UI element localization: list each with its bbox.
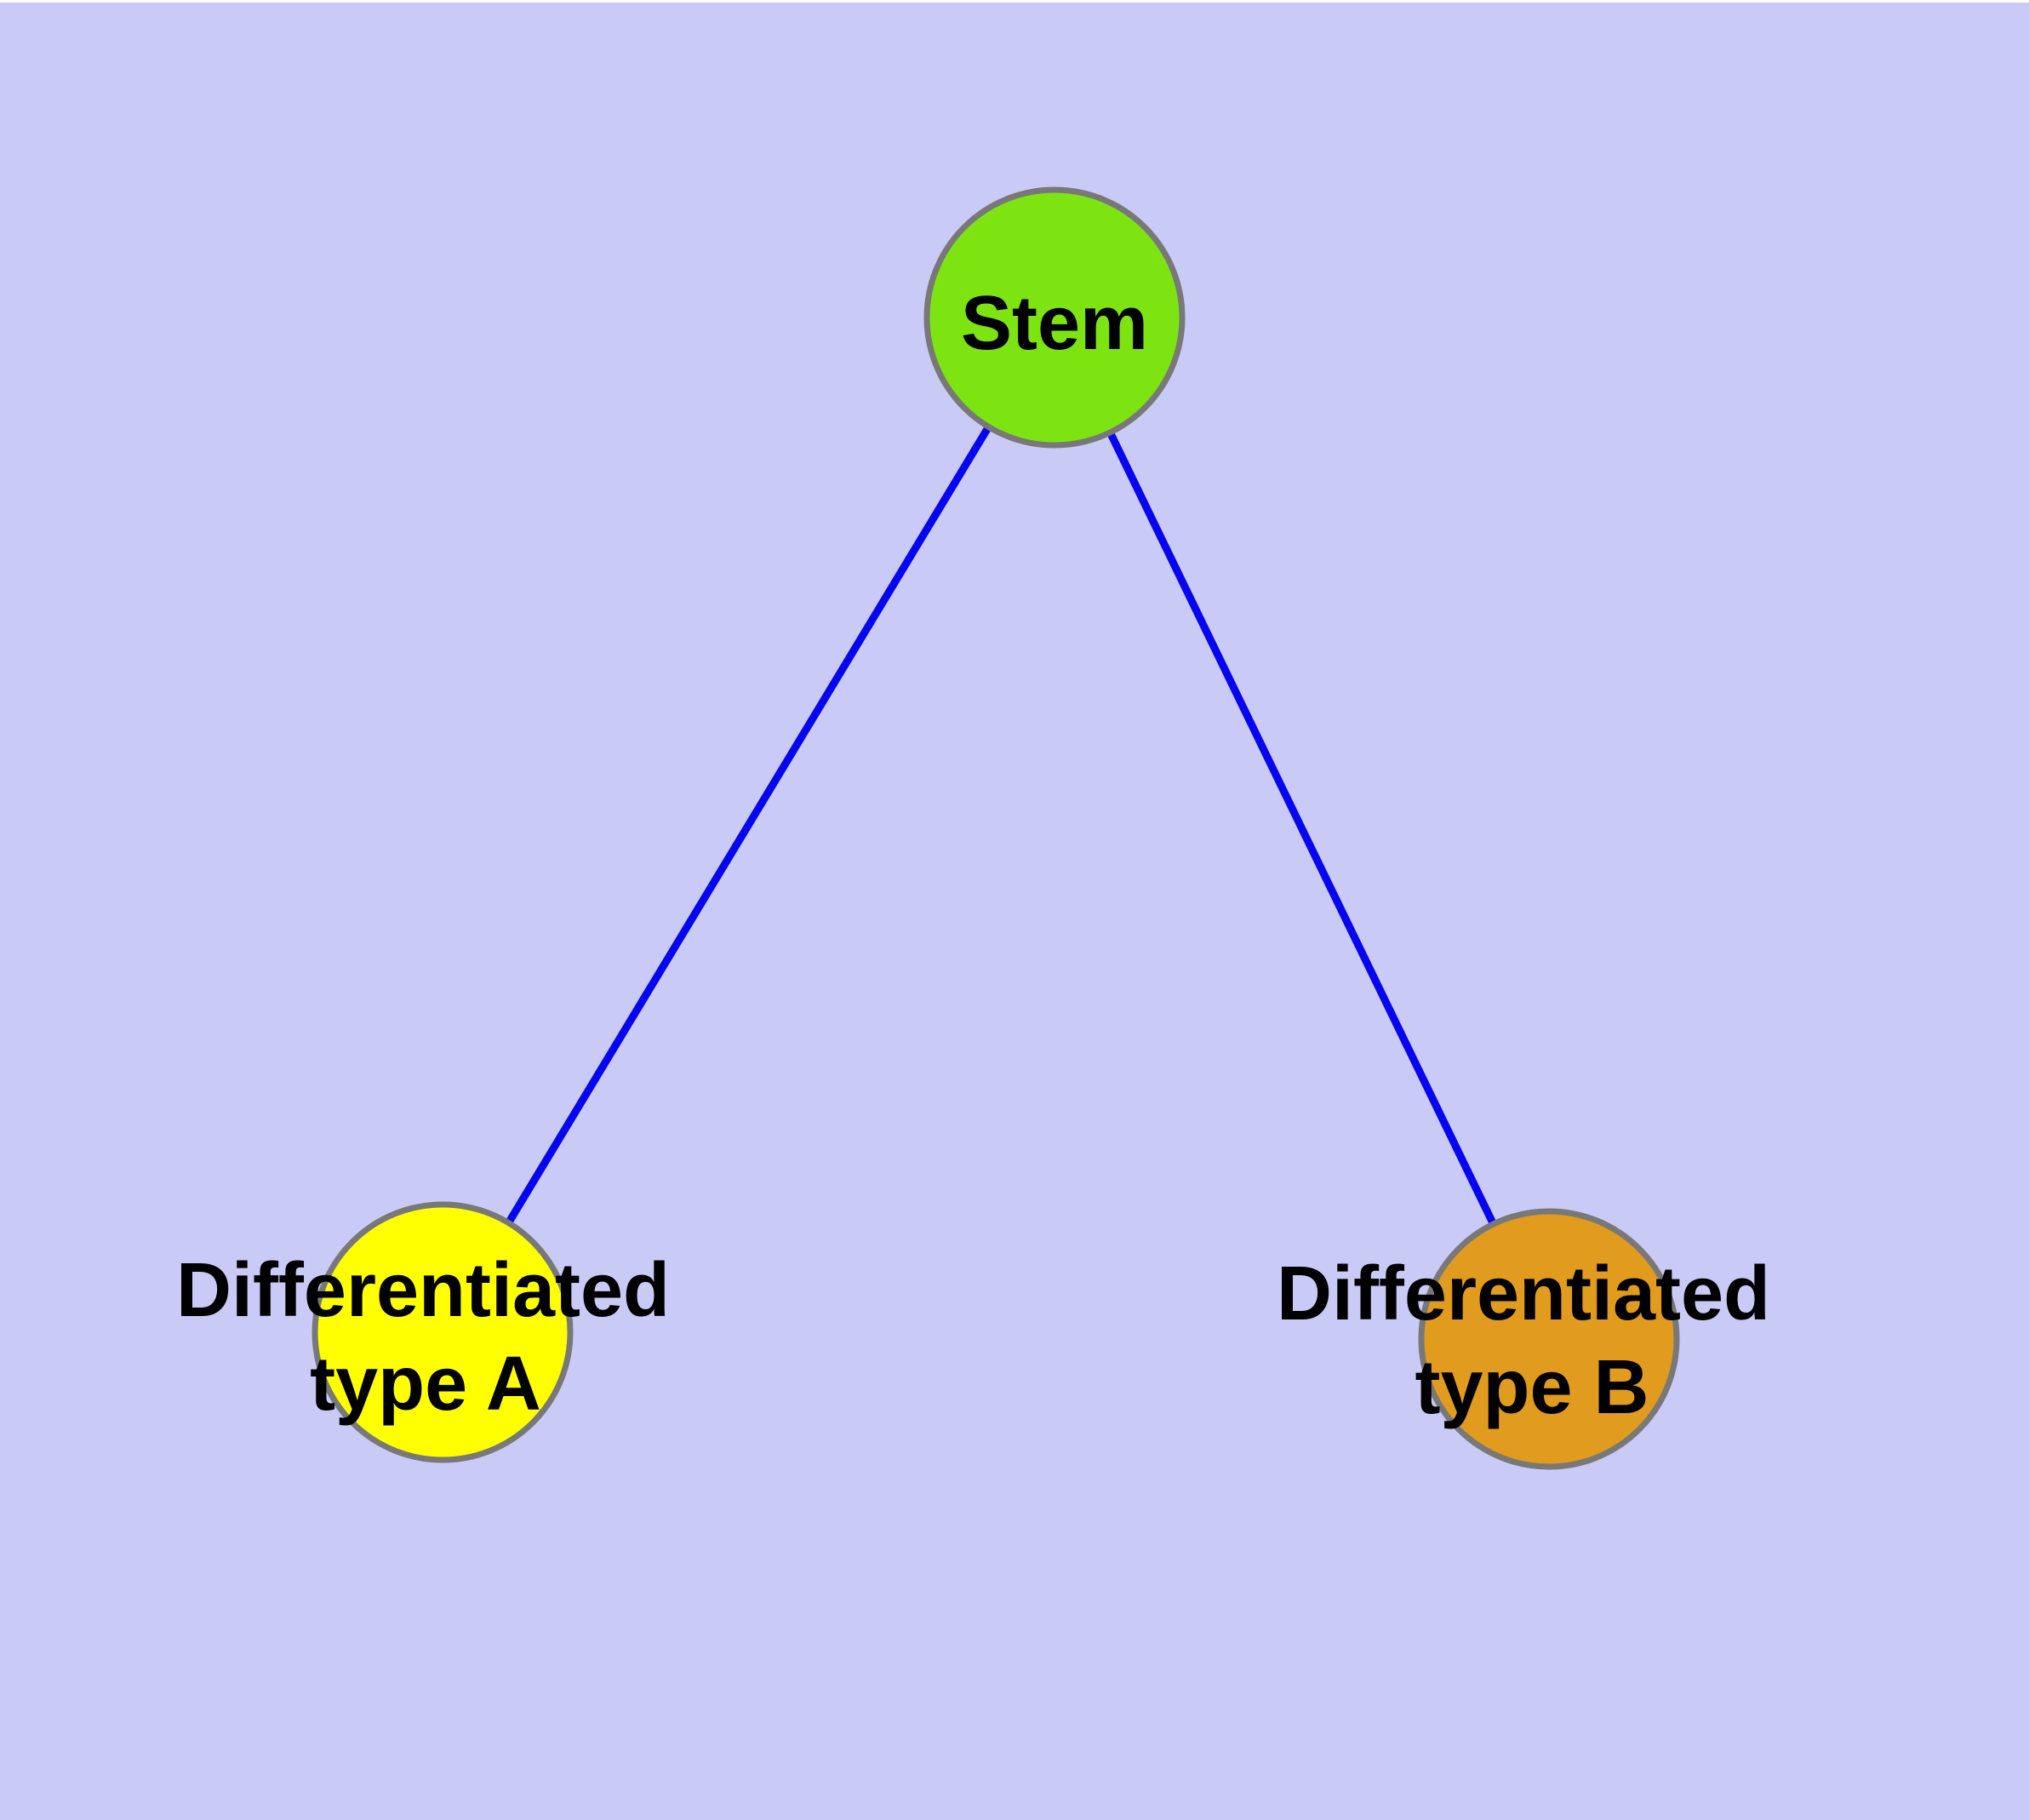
node-type-b-circle xyxy=(1418,1208,1680,1470)
node-type-b-label-line1: Differentiated xyxy=(1277,1251,1770,1336)
node-stem-circle xyxy=(923,186,1186,449)
node-type-a-circle xyxy=(311,1201,574,1463)
edge-stem-to-type-a xyxy=(438,313,1059,1336)
node-type-b-label-line2: type B xyxy=(1415,1345,1649,1430)
node-type-a-label-line1: Differentiated xyxy=(176,1248,670,1333)
node-stem-label: Stem xyxy=(961,281,1148,366)
edge-stem-to-type-b xyxy=(1050,313,1553,1343)
node-type-a-label-line2: type A xyxy=(310,1342,541,1427)
